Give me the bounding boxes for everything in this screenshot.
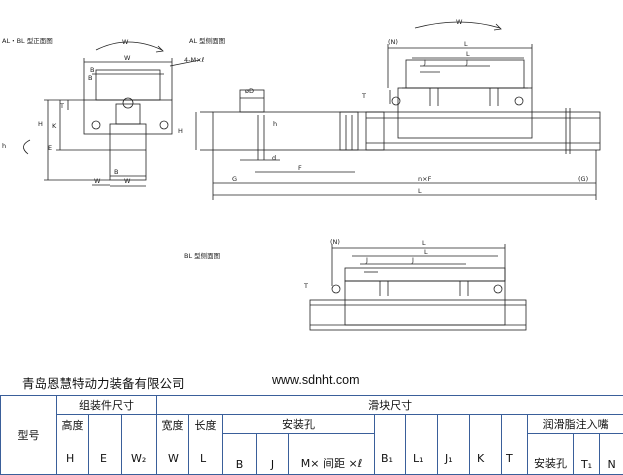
al-n-label: (N) — [388, 38, 398, 46]
website-link[interactable]: www.sdnht.com — [272, 373, 360, 387]
col-j: J — [256, 433, 290, 475]
small-d-label: d — [272, 154, 276, 162]
header-e-spacer — [88, 414, 122, 475]
bl-j1-label: J — [365, 256, 368, 264]
bl-l-label: L — [422, 239, 426, 247]
w-ro-label: W — [122, 38, 129, 46]
bl-j-label: J — [411, 256, 414, 264]
col-n: N — [599, 433, 623, 475]
header-length: 长度 — [188, 414, 224, 475]
w1-label: W — [124, 177, 131, 185]
bl-t1-label: T — [303, 282, 308, 290]
g-label: G — [232, 175, 237, 183]
al-l1-label: L — [466, 50, 470, 58]
al-l-label: L — [464, 40, 468, 48]
t-label: T — [59, 102, 64, 110]
header-j1-spacer — [437, 414, 471, 475]
n-x-f-label: n×F — [418, 175, 432, 183]
h1-label: H — [178, 127, 183, 135]
spec-table: 型号 组装件尺寸 滑块尺寸 高度 宽度 长度 安装孔 润滑脂注入嘴 B J M×… — [0, 395, 623, 475]
al-w-ro-label: W — [456, 18, 463, 26]
h0-label: h — [2, 142, 6, 150]
company-name: 青岛恩慧特动力装备有限公司 — [22, 376, 185, 391]
al-j1-label: J — [423, 58, 426, 66]
f-label: F — [298, 164, 302, 172]
w-label: W — [124, 54, 131, 62]
b1-label: B — [88, 74, 92, 82]
header-mount-hole: 安装孔 — [222, 414, 376, 434]
header-b1-spacer — [374, 414, 407, 475]
small-h-label: h — [273, 120, 277, 128]
header-k-spacer — [469, 414, 503, 475]
header-assembly-dims: 组装件尺寸 — [55, 395, 158, 415]
header-l1-spacer — [405, 414, 439, 475]
bl-side-view-label: BL 型侧面图 — [184, 251, 220, 260]
bl-l1-label: L — [424, 248, 428, 256]
b-sub-label: B — [114, 168, 118, 176]
al-side-view-label: AL 型侧面图 — [189, 36, 225, 45]
col-b: B — [222, 433, 258, 475]
technical-drawing: AL・BL 型正面图 AL 型侧面图 BL 型侧面图 W W B B 4-M×ℓ… — [2, 18, 601, 331]
header-height: 高度 — [56, 414, 89, 475]
al-t1-label: T — [361, 92, 366, 100]
bl-n-label: (N) — [330, 238, 340, 246]
e-label: E — [48, 144, 52, 152]
col-t1: T₁ — [573, 433, 601, 475]
front-view-label: AL・BL 型正面图 — [2, 36, 53, 45]
h-label: H — [38, 120, 43, 128]
header-block-dims: 滑块尺寸 — [156, 395, 623, 415]
header-t-spacer — [501, 414, 529, 475]
g-paren-label: (G) — [578, 175, 588, 183]
b-label: B — [90, 66, 94, 74]
al-j-label: J — [465, 58, 468, 66]
header-w2-spacer — [120, 414, 158, 475]
bolt-spec-label: 4-M×ℓ — [184, 56, 205, 64]
col-mxl: M× 间距 ×ℓ — [288, 433, 376, 475]
l0-label: L — [418, 187, 422, 195]
w2-label: W — [94, 177, 101, 185]
header-model: 型号 — [0, 395, 57, 475]
header-lube-nozzle: 润滑脂注入嘴 — [527, 414, 623, 434]
col-mount: 安装孔 — [527, 433, 575, 475]
k-label: K — [52, 122, 57, 130]
phi-d-label: øD — [245, 87, 254, 95]
header-width: 宽度 — [156, 414, 190, 475]
